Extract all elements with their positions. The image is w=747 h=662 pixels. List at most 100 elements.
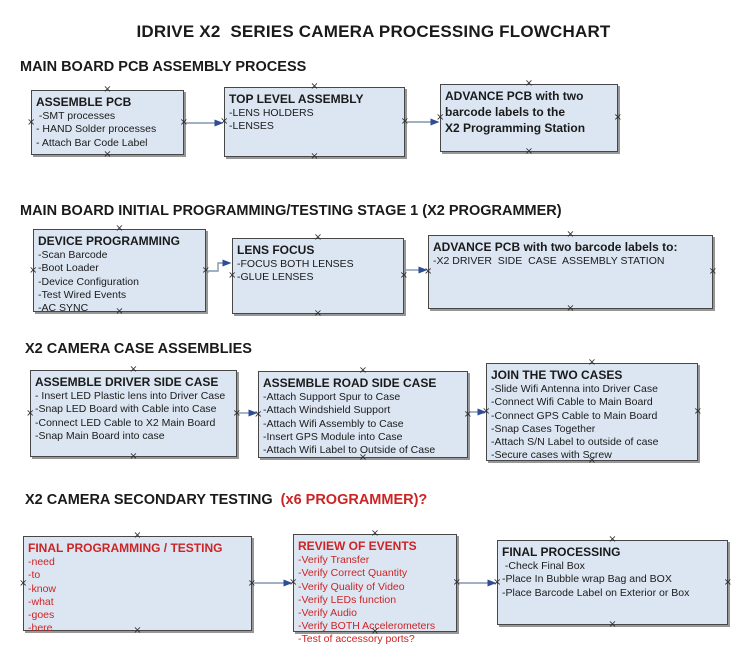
box-item: -Attach Wifi Assembly to Case xyxy=(263,417,404,430)
box-title: ASSEMBLE PCB xyxy=(36,95,132,109)
box-item: -goes xyxy=(28,609,55,621)
box-title: DEVICE PROGRAMMING xyxy=(38,234,181,248)
connection-point-icon: × xyxy=(247,577,256,589)
box-item: - Attach Bar Code Label xyxy=(36,136,148,149)
box-items: -LENS HOLDERS-LENSES xyxy=(229,107,400,133)
box-items: -Attach Support Spur to Case-Attach Wind… xyxy=(263,391,463,457)
box-title: JOIN THE TWO CASES xyxy=(491,368,623,382)
box-item: -Place In Bubble wrap Bag and BOX xyxy=(502,573,672,586)
box-item: -LENSES xyxy=(229,120,274,133)
box-items: -X2 DRIVER SIDE CASE ASSEMBLY STATION xyxy=(433,255,708,268)
connection-point-icon: × xyxy=(289,577,298,588)
box-item: -what xyxy=(28,595,54,608)
box-item: -Check Final Box xyxy=(502,560,585,573)
connection-point-icon: × xyxy=(27,116,36,128)
flow-box-lens-focus[interactable]: × × × × LENS FOCUS -FOCUS BOTH LENSES-GL… xyxy=(228,233,408,319)
box-items: -Slide Wifi Antenna into Driver Case-Con… xyxy=(491,383,693,462)
box-item: -Test Wired Events xyxy=(38,288,127,301)
box-item: -Boot Loader xyxy=(38,262,99,275)
box-item: -Place Barcode Label on Exterior or Box xyxy=(502,586,690,599)
box-item: -Attach S/N Label to outside of case xyxy=(491,436,659,448)
section-header-case-assemblies: X2 CAMERA CASE ASSEMBLIES xyxy=(25,341,252,357)
box-item: - HAND Solder processes xyxy=(36,123,157,136)
connection-point-icon: × xyxy=(708,266,717,277)
connection-point-icon: × xyxy=(452,577,461,588)
box-item: -Slide Wifi Antenna into Driver Case xyxy=(491,383,658,396)
box-title: TOP LEVEL ASSEMBLY xyxy=(229,92,364,106)
connection-point-icon: × xyxy=(201,264,210,276)
connection-point-icon: × xyxy=(436,112,445,123)
box-item: -Connect GPS Cable to Main Board xyxy=(491,409,658,422)
section-header-text: X2 CAMERA SECONDARY TESTING xyxy=(25,492,281,508)
connection-point-icon: × xyxy=(19,577,28,589)
box-items: -FOCUS BOTH LENSES-GLUE LENSES xyxy=(237,258,399,284)
box-item: -Device Configuration xyxy=(38,275,139,288)
connection-point-icon: × xyxy=(29,264,38,276)
box-item: -GLUE LENSES xyxy=(237,271,314,284)
box-item: -Verify BOTH Accelerometers xyxy=(298,620,436,633)
box-item: -Verify Audio xyxy=(298,607,357,619)
connection-point-icon: × xyxy=(310,151,319,162)
flow-box-advance-pcb-to-driver-side-station[interactable]: × × × × ADVANCE PCB with two barcode lab… xyxy=(424,230,717,314)
box-item: -know xyxy=(28,582,57,595)
flow-box-advance-pcb-to-programming-station[interactable]: × × × × ADVANCE PCB with two barcode lab… xyxy=(436,79,622,157)
box-item: -Snap Main Board into case xyxy=(35,429,165,442)
connection-point-icon: × xyxy=(232,407,241,419)
box-title: REVIEW OF EVENTS xyxy=(298,539,417,553)
box-item: -X2 DRIVER SIDE CASE ASSEMBLY STATION xyxy=(433,255,665,268)
flow-box-review-of-events[interactable]: × × × × REVIEW OF EVENTS -Verify Transfe… xyxy=(289,529,461,646)
section-header-highlight: (x6 PROGRAMMER)? xyxy=(280,492,428,508)
connection-point-icon: × xyxy=(693,406,702,417)
section-header-text: MAIN BOARD INITIAL PROGRAMMING/TESTING S… xyxy=(20,203,562,219)
flow-box-join-the-two-cases[interactable]: × × × × JOIN THE TWO CASES -Slide Wifi A… xyxy=(482,358,702,466)
box-item: - Insert LED Plastic lens into Driver Ca… xyxy=(35,390,226,403)
connection-point-icon: × xyxy=(424,266,433,277)
box-title: FINAL PROCESSING xyxy=(502,545,621,559)
box-item: -Attach Wifi Label to Outside of Case xyxy=(263,444,436,456)
box-title: ASSEMBLE ROAD SIDE CASE xyxy=(263,376,437,390)
connection-point-icon: × xyxy=(228,270,237,281)
box-item: -need xyxy=(28,556,55,569)
connection-point-icon: × xyxy=(220,116,229,127)
connection-point-icon: × xyxy=(103,149,112,160)
connection-point-icon: × xyxy=(129,451,138,462)
flow-box-device-programming[interactable]: × × × × DEVICE PROGRAMMING -Scan Barcode… xyxy=(29,224,210,317)
connection-point-icon: × xyxy=(179,116,188,128)
section-header-text: X2 CAMERA CASE ASSEMBLIES xyxy=(25,341,252,357)
section-header-pcb-assembly: MAIN BOARD PCB ASSEMBLY PROCESS xyxy=(20,59,306,75)
flow-box-assemble-driver-side-case[interactable]: × × × × ASSEMBLE DRIVER SIDE CASE - Inse… xyxy=(26,365,241,462)
flow-box-assemble-pcb[interactable]: × × × × ASSEMBLE PCB -SMT processes- HAN… xyxy=(27,85,188,160)
page-title: IDRIVE X2 SERIES CAMERA PROCESSING FLOWC… xyxy=(136,22,611,41)
box-item: -Snap Cases Together xyxy=(491,422,596,435)
box-title: ASSEMBLE DRIVER SIDE CASE xyxy=(35,375,219,389)
box-title: FINAL PROGRAMMING / TESTING xyxy=(28,541,223,555)
flow-box-final-processing[interactable]: × × × × FINAL PROCESSING -Check Final Bo… xyxy=(493,535,732,630)
box-item: -Secure cases with Screw xyxy=(491,449,612,462)
section-header-text: MAIN BOARD PCB ASSEMBLY PROCESS xyxy=(20,59,307,75)
box-item: -Verify Transfer xyxy=(298,554,370,567)
flow-box-top-level-assembly[interactable]: × × × × TOP LEVEL ASSEMBLY -LENS HOLDERS… xyxy=(220,82,409,162)
box-item: -FOCUS BOTH LENSES xyxy=(237,258,354,271)
box-item: -Connect Wifi Cable to Main Board xyxy=(491,396,653,409)
connection-point-icon: × xyxy=(613,112,622,123)
connection-point-icon: × xyxy=(493,576,502,588)
box-item: -here xyxy=(28,622,53,635)
box-item: -Scan Barcode xyxy=(38,249,108,262)
box-title: ADVANCE PCB with two barcode labels to t… xyxy=(445,89,586,136)
box-item: -LENS HOLDERS xyxy=(229,107,314,120)
box-item: -Verify Correct Quantity xyxy=(298,567,408,580)
connection-point-icon: × xyxy=(566,303,575,314)
connector-arrow[interactable] xyxy=(207,259,232,272)
connection-point-icon: × xyxy=(254,408,263,420)
box-item: -Verify LEDs function xyxy=(298,593,397,606)
flow-box-final-programming-testing[interactable]: × × × × FINAL PROGRAMMING / TESTING -nee… xyxy=(19,531,256,636)
box-items: -Check Final Box-Place In Bubble wrap Ba… xyxy=(502,560,723,600)
box-items: -Verify Transfer-Verify Correct Quantity… xyxy=(298,554,452,646)
box-items: -SMT processes- HAND Solder processes- A… xyxy=(36,110,179,150)
flow-box-assemble-road-side-case[interactable]: × × × × ASSEMBLE ROAD SIDE CASE -Attach … xyxy=(254,366,472,463)
connection-point-icon: × xyxy=(463,408,472,420)
box-item: -Connect LED Cable to X2 Main Board xyxy=(35,416,216,429)
box-items: - Insert LED Plastic lens into Driver Ca… xyxy=(35,390,232,443)
box-item: -Verify Quality of Video xyxy=(298,580,405,593)
